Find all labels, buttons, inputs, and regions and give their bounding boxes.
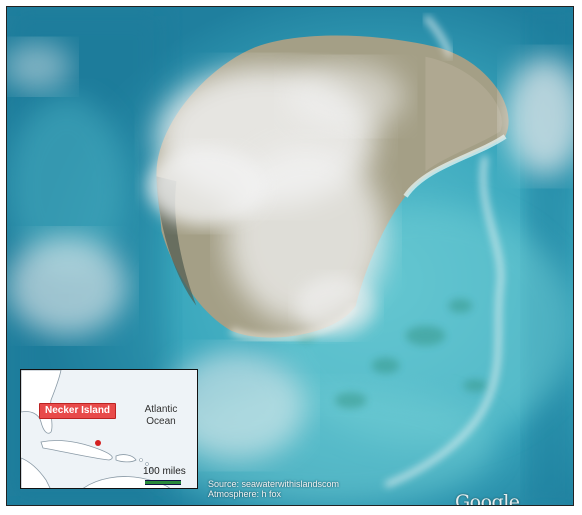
scale-bar: [145, 480, 181, 485]
inset-locator-map: Necker Island Atlantic Ocean 100 miles: [20, 369, 198, 489]
google-logo: Google: [455, 491, 520, 506]
inset-map-graphic: [21, 370, 197, 488]
necker-island-marker: [95, 440, 101, 446]
satellite-map[interactable]: Necker Island Atlantic Ocean 100 miles S…: [6, 6, 574, 506]
satellite-imagery: [7, 7, 573, 505]
source-line-1: Source: seawaterwithislandscom: [208, 479, 340, 489]
scale-label: 100 miles: [143, 466, 186, 477]
source-line-2: Atmosphere: h fox: [208, 489, 282, 499]
reef-crest: [384, 155, 504, 488]
ocean-label: Atlantic Ocean: [144, 404, 178, 427]
place-label: Necker Island: [39, 403, 117, 419]
clouds: [7, 41, 573, 461]
source-credit: Source: seawaterwithislandscom Atmospher…: [208, 479, 339, 499]
